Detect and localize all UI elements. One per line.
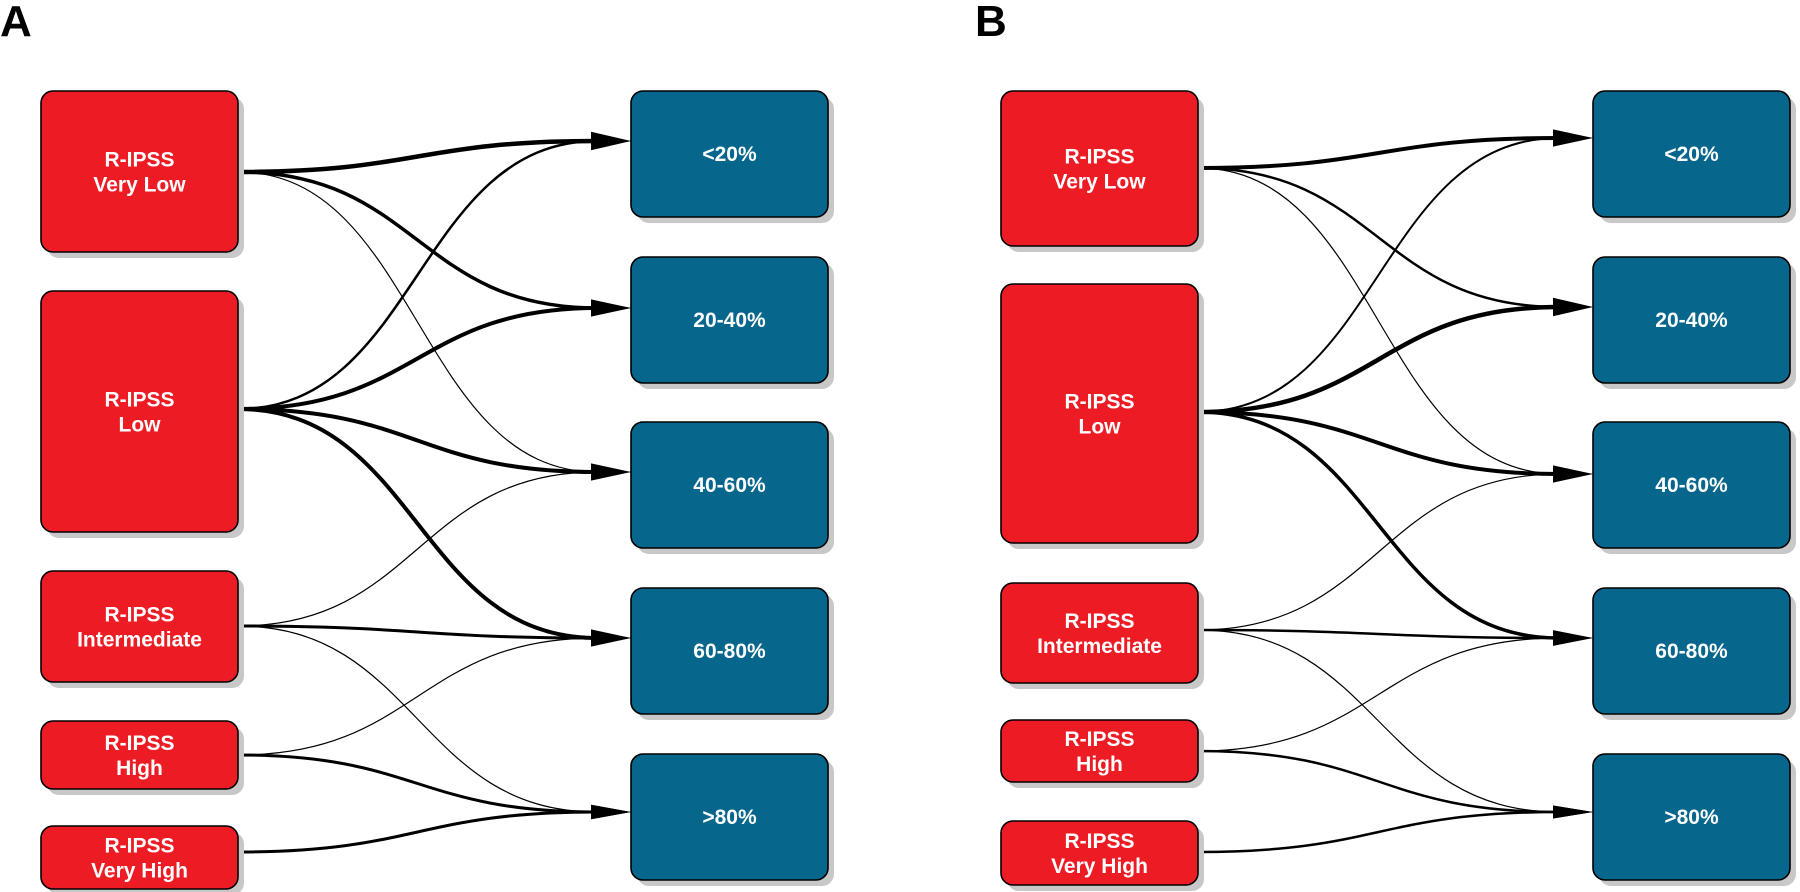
flows: [1195, 129, 1593, 854]
flow-intermediate-to-40-60-pct: [1197, 469, 1593, 631]
flows: [235, 131, 631, 854]
source-node-line2: Very Low: [1053, 171, 1146, 194]
flow-very-high-to-over-80-pct: [1196, 805, 1593, 854]
source-node-line1: R-IPSS: [104, 149, 174, 172]
source-node-line1: R-IPSS: [1064, 610, 1134, 633]
flow-intermediate-to-40-60-pct: [237, 467, 631, 627]
flow-very-low-to-under-20-pct: [235, 131, 631, 175]
target-node-over-80-pct: >80%: [1592, 753, 1796, 886]
target-node-20-40-pct: 20-40%: [630, 256, 834, 389]
arrowhead: [591, 467, 631, 477]
source-node-line2: High: [1076, 753, 1123, 776]
target-node-label: 20-40%: [693, 309, 766, 332]
source-node-line2: Very High: [91, 860, 188, 883]
target-node-40-60-pct: 40-60%: [1592, 421, 1796, 554]
arrowhead: [1553, 633, 1593, 643]
flow-high-to-over-80-pct: [1196, 749, 1593, 819]
arrowhead: [1553, 297, 1593, 317]
source-node-line1: R-IPSS: [1064, 728, 1134, 751]
arrowhead: [1553, 469, 1593, 479]
source-node-line2: Low: [1079, 416, 1122, 439]
panel-label: B: [975, 0, 1007, 46]
source-node-line1: R-IPSS: [1064, 146, 1134, 169]
source-node-line1: R-IPSS: [104, 389, 174, 412]
target-node-label: 60-80%: [1655, 640, 1728, 663]
arrowhead: [591, 134, 631, 148]
target-node-over-80-pct: >80%: [630, 753, 834, 886]
panel-label: A: [0, 0, 32, 46]
target-node-label: <20%: [1664, 143, 1719, 166]
source-node-line2: Intermediate: [1037, 635, 1162, 658]
target-node-label: 60-80%: [693, 640, 766, 663]
target-node-under-20-pct: <20%: [1592, 90, 1796, 223]
target-node-label: 40-60%: [693, 474, 766, 497]
flow-very-low-to-under-20-pct: [1196, 129, 1593, 170]
flow-intermediate-to-over-80-pct: [1197, 629, 1593, 817]
target-node-label: >80%: [702, 806, 757, 829]
target-node-60-80-pct: 60-80%: [1592, 587, 1796, 720]
source-node-line2: Low: [119, 414, 162, 437]
target-node-40-60-pct: 40-60%: [630, 421, 834, 554]
arrowhead: [1553, 805, 1593, 819]
source-node-line1: R-IPSS: [104, 604, 174, 627]
flow-very-high-to-over-80-pct: [236, 804, 631, 854]
flow-low-to-20-40-pct: [1195, 297, 1593, 415]
flow-very-low-to-20-40-pct: [1196, 166, 1593, 314]
source-node-line2: High: [116, 757, 163, 780]
source-node-line2: Very High: [1051, 855, 1148, 878]
arrowhead: [591, 804, 631, 820]
flow-low-to-under-20-pct: [236, 134, 631, 411]
flow-high-to-over-80-pct: [236, 753, 631, 820]
source-node-line1: R-IPSS: [104, 835, 174, 858]
flow-very-low-to-20-40-pct: [236, 170, 631, 316]
target-node-label: <20%: [702, 143, 757, 166]
source-node-line2: Very Low: [93, 174, 186, 197]
flow-low-to-20-40-pct: [236, 299, 631, 411]
flow-high-to-60-80-pct: [1197, 633, 1593, 752]
arrowhead: [1553, 132, 1593, 144]
source-node-line1: R-IPSS: [104, 732, 174, 755]
target-node-20-40-pct: 20-40%: [1592, 256, 1796, 389]
flow-low-to-under-20-pct: [1197, 132, 1593, 413]
target-node-60-80-pct: 60-80%: [630, 587, 834, 720]
source-node-line1: R-IPSS: [1064, 830, 1134, 853]
target-node-under-20-pct: <20%: [630, 90, 834, 223]
flow-high-to-60-80-pct: [237, 633, 631, 756]
target-node-label: 20-40%: [1655, 309, 1728, 332]
arrowhead: [591, 299, 631, 317]
flow-very-low-to-40-60-pct: [1197, 167, 1593, 479]
arrowhead: [591, 633, 631, 643]
target-node-label: 40-60%: [1655, 474, 1728, 497]
source-node-line1: R-IPSS: [1064, 391, 1134, 414]
target-node-label: >80%: [1664, 806, 1719, 829]
source-node-line2: Intermediate: [77, 629, 202, 652]
flow-very-low-to-40-60-pct: [237, 171, 631, 477]
